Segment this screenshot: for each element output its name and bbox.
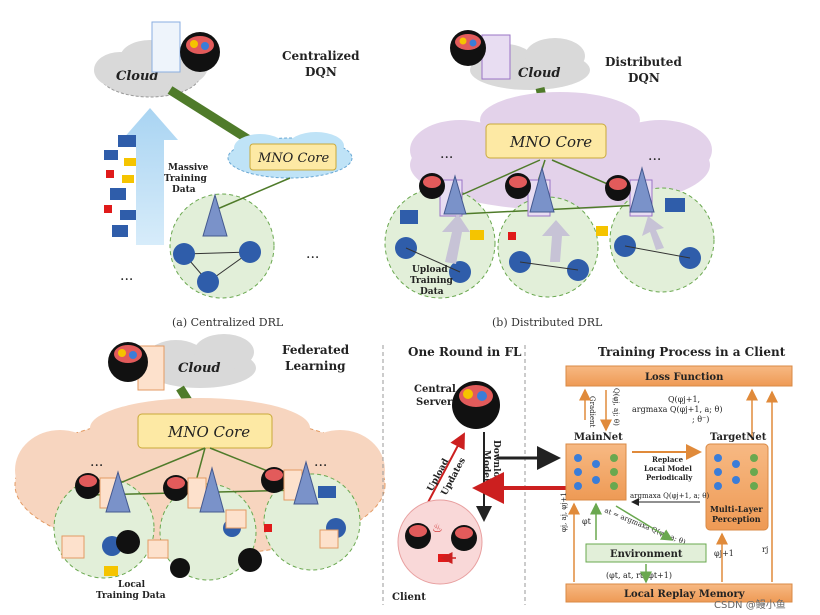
- massive-1: Massive: [168, 163, 209, 173]
- title-distributed-2: DQN: [628, 71, 660, 85]
- title-federated-1: Federated: [282, 343, 350, 357]
- panel-training: Training Process in a Client Loss Functi…: [560, 345, 793, 603]
- phi-t: φt: [582, 517, 592, 526]
- targetnet-label: TargetNet: [710, 432, 767, 443]
- svg-text:♨: ♨: [432, 521, 443, 535]
- caption-b: (b) Distributed DRL: [492, 316, 603, 329]
- dots-a1: ...: [120, 268, 133, 284]
- title-centralized-2: DQN: [305, 65, 337, 79]
- base-station-a: [202, 193, 228, 237]
- brain-head-icon: [180, 32, 220, 72]
- upload-b-2: Training: [410, 276, 454, 286]
- brain-head-icon: [108, 342, 148, 382]
- phi-j1: φj+1: [714, 549, 734, 558]
- panel-distributed: Cloud Distributed DQN MNO Core ... ...: [384, 30, 715, 329]
- client-circle: [397, 499, 483, 585]
- title-federated-2: Learning: [285, 359, 346, 373]
- edge-agent-b3: [605, 166, 655, 217]
- argmax-label: argmaxa Q(φj+1, a; θ): [630, 492, 709, 500]
- mno-label-b: MNO Core: [509, 133, 592, 151]
- fl-agent-c1: [75, 470, 131, 513]
- data-stack-a: [104, 135, 136, 237]
- tuple-label: (φt, at, rt, φt+1): [606, 571, 672, 580]
- q-main: Q(φj, aj; θ): [612, 388, 620, 426]
- panel-federated: Cloud Federated Learning MNO Core ... ..…: [14, 334, 386, 601]
- environment-box: [585, 543, 707, 563]
- mno-label-a: MNO Core: [257, 151, 329, 166]
- edge-agent-b1: [419, 173, 467, 217]
- title-centralized-1: Centralized: [282, 49, 360, 63]
- at-formula: at = argmaxa Q(φt, a; θ): [603, 506, 687, 546]
- gradient-label: Gradient: [588, 396, 596, 427]
- massive-3: Data: [172, 185, 196, 195]
- client-label: Client: [392, 592, 426, 603]
- central-server-1: Central: [414, 384, 456, 395]
- eta-label: rj: [762, 545, 768, 554]
- central-server-2: Server: [416, 397, 453, 408]
- cell-zone-a: [169, 193, 275, 299]
- nn-screen-a: [151, 21, 181, 73]
- brain-head-icon: [450, 30, 486, 66]
- mlp-2: Perception: [712, 514, 761, 524]
- massive-2: Training: [164, 174, 208, 184]
- dots-b2: ...: [648, 148, 661, 164]
- panel-centralized: Cloud Centralized DQN MNO Core Massive T…: [94, 21, 360, 329]
- brain-head-icon: [452, 381, 500, 429]
- download-2: Model: [481, 450, 491, 482]
- targetnet-box: [705, 443, 769, 531]
- watermark: CSDN @鳗小鱼: [714, 598, 786, 611]
- environment-label: Environment: [610, 549, 683, 560]
- phi-j-list: φj, aj, φj+1: [560, 492, 568, 532]
- cloud-a-label: Cloud: [116, 69, 159, 84]
- q-target-1: Q(φj+1,: [668, 395, 700, 404]
- caption-a: (a) Centralized DRL: [172, 316, 284, 329]
- local-c-2: Training Data: [96, 591, 166, 601]
- dots-c1: ...: [90, 454, 103, 470]
- fl-agent-c2: [163, 466, 225, 513]
- round-title: One Round in FL: [408, 345, 522, 359]
- upload-b-3: Data: [420, 287, 444, 297]
- replace-1: Replace: [652, 455, 684, 464]
- download-1: Download: [491, 440, 501, 490]
- dots-a2: ...: [306, 246, 319, 262]
- mainnet-label: MainNet: [574, 432, 623, 443]
- title-distributed-1: Distributed: [605, 55, 682, 69]
- mno-cloud-a: MNO Core: [227, 132, 353, 179]
- nn-screen-b: [481, 34, 511, 80]
- cloud-b-label: Cloud: [518, 66, 561, 81]
- loss-function-label: Loss Function: [645, 372, 724, 383]
- loss-function-bar: [565, 365, 793, 387]
- dots-b1: ...: [440, 146, 453, 162]
- replay-memory-label: Local Replay Memory: [624, 589, 746, 600]
- dots-c2: ...: [314, 454, 327, 470]
- cloud-c-label: Cloud: [178, 361, 221, 376]
- replay-memory-bar: [565, 583, 793, 603]
- upload-b-1: Upload: [412, 265, 448, 275]
- edge-agent-b2: [505, 166, 555, 217]
- mlp-1: Multi-Layer: [710, 504, 763, 514]
- fl-agent-c3: [261, 460, 319, 505]
- local-c-1: Local: [118, 580, 146, 590]
- upload-arrow: [423, 432, 465, 511]
- q-target-2: argmaxa Q(φj+1, a; θ): [632, 405, 722, 414]
- replace-2: Local Model: [644, 464, 692, 473]
- training-title: Training Process in a Client: [598, 345, 786, 359]
- mno-label-c: MNO Core: [167, 423, 250, 441]
- panel-one-round: One Round in FL Central Server Download …: [392, 345, 570, 603]
- replace-3: Periodically: [646, 473, 693, 482]
- q-target-3: ; θ⁻): [692, 415, 709, 424]
